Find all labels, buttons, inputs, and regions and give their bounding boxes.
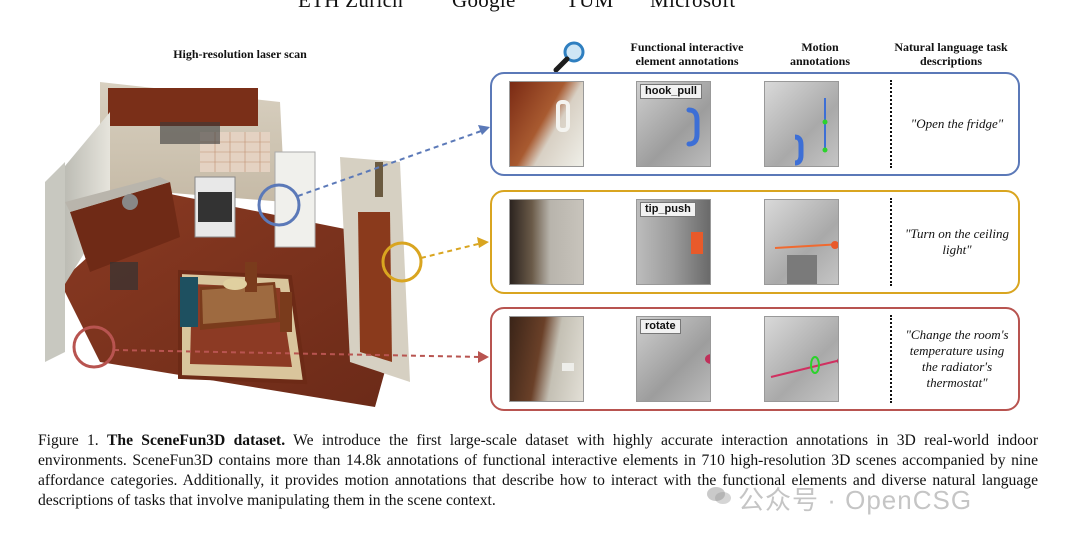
red-arrowhead [478, 351, 489, 363]
fridge-photo [509, 81, 584, 167]
switch-highlight-circle [381, 241, 423, 283]
task-open-fridge: "Open the fridge" [910, 116, 1004, 131]
thermostat-function-view: rotate [636, 316, 711, 402]
light-row-panel: tip_push "Turn on the ceiling light" [490, 190, 1020, 294]
thermostat-row-panel: rotate "Change the room's temperature us… [490, 307, 1020, 411]
switch-motion-view [764, 199, 839, 285]
yellow-arrow-line [420, 242, 483, 259]
row-separator [890, 198, 892, 286]
switch-photo [509, 199, 584, 285]
caption-label: Figure 1. [38, 432, 99, 449]
row-separator [890, 80, 892, 168]
yellow-arrowhead [477, 237, 489, 248]
affiliations-line: ETH Zurich Google TUM Microsoft [0, 0, 1080, 12]
affiliation-google: Google [452, 0, 516, 12]
affiliation-microsoft: Microsoft [650, 0, 736, 12]
red-arrow-line [113, 349, 483, 358]
task-ceiling-light: "Turn on the ceiling light" [904, 226, 1010, 257]
affiliation-tum: TUM [566, 0, 614, 12]
thermostat-highlight-circle [72, 325, 116, 369]
caption-body: We introduce the first large-scale datas… [38, 432, 1039, 509]
fridge-highlight-circle [257, 183, 301, 227]
wechat-logo-icon [707, 487, 731, 504]
fridge-function-view: hook_pull [636, 81, 711, 167]
language-header: Natural language task descriptions [894, 40, 1008, 68]
figure-caption: Figure 1. The SceneFun3D dataset. We int… [38, 431, 1038, 511]
affordance-tag-tip-push: tip_push [640, 202, 696, 217]
affiliation-eth: ETH Zurich [298, 0, 404, 12]
thermostat-photo [509, 316, 584, 402]
affordance-tag-hook-pull: hook_pull [640, 84, 702, 99]
functional-header: Functional interactive element annotatio… [630, 40, 744, 68]
affordance-tag-rotate: rotate [640, 319, 681, 334]
watermark: 公众号 · OpenCSG [738, 485, 973, 515]
row-separator [890, 315, 892, 403]
task-radiator-thermostat: "Change the room's temperature using the… [905, 327, 1009, 390]
scan-title: High-resolution laser scan [173, 47, 307, 61]
motion-header: Motion annotations [789, 40, 851, 68]
fridge-row-panel: hook_pull "Open the fridge" [490, 72, 1020, 176]
blue-arrow-line [297, 129, 485, 197]
caption-title: The SceneFun3D dataset. [107, 432, 286, 449]
fridge-motion-view [764, 81, 839, 167]
magnifying-glass-icon [553, 41, 585, 73]
blue-arrowhead [478, 125, 490, 135]
thermostat-motion-view [764, 316, 839, 402]
switch-function-view: tip_push [636, 199, 711, 285]
